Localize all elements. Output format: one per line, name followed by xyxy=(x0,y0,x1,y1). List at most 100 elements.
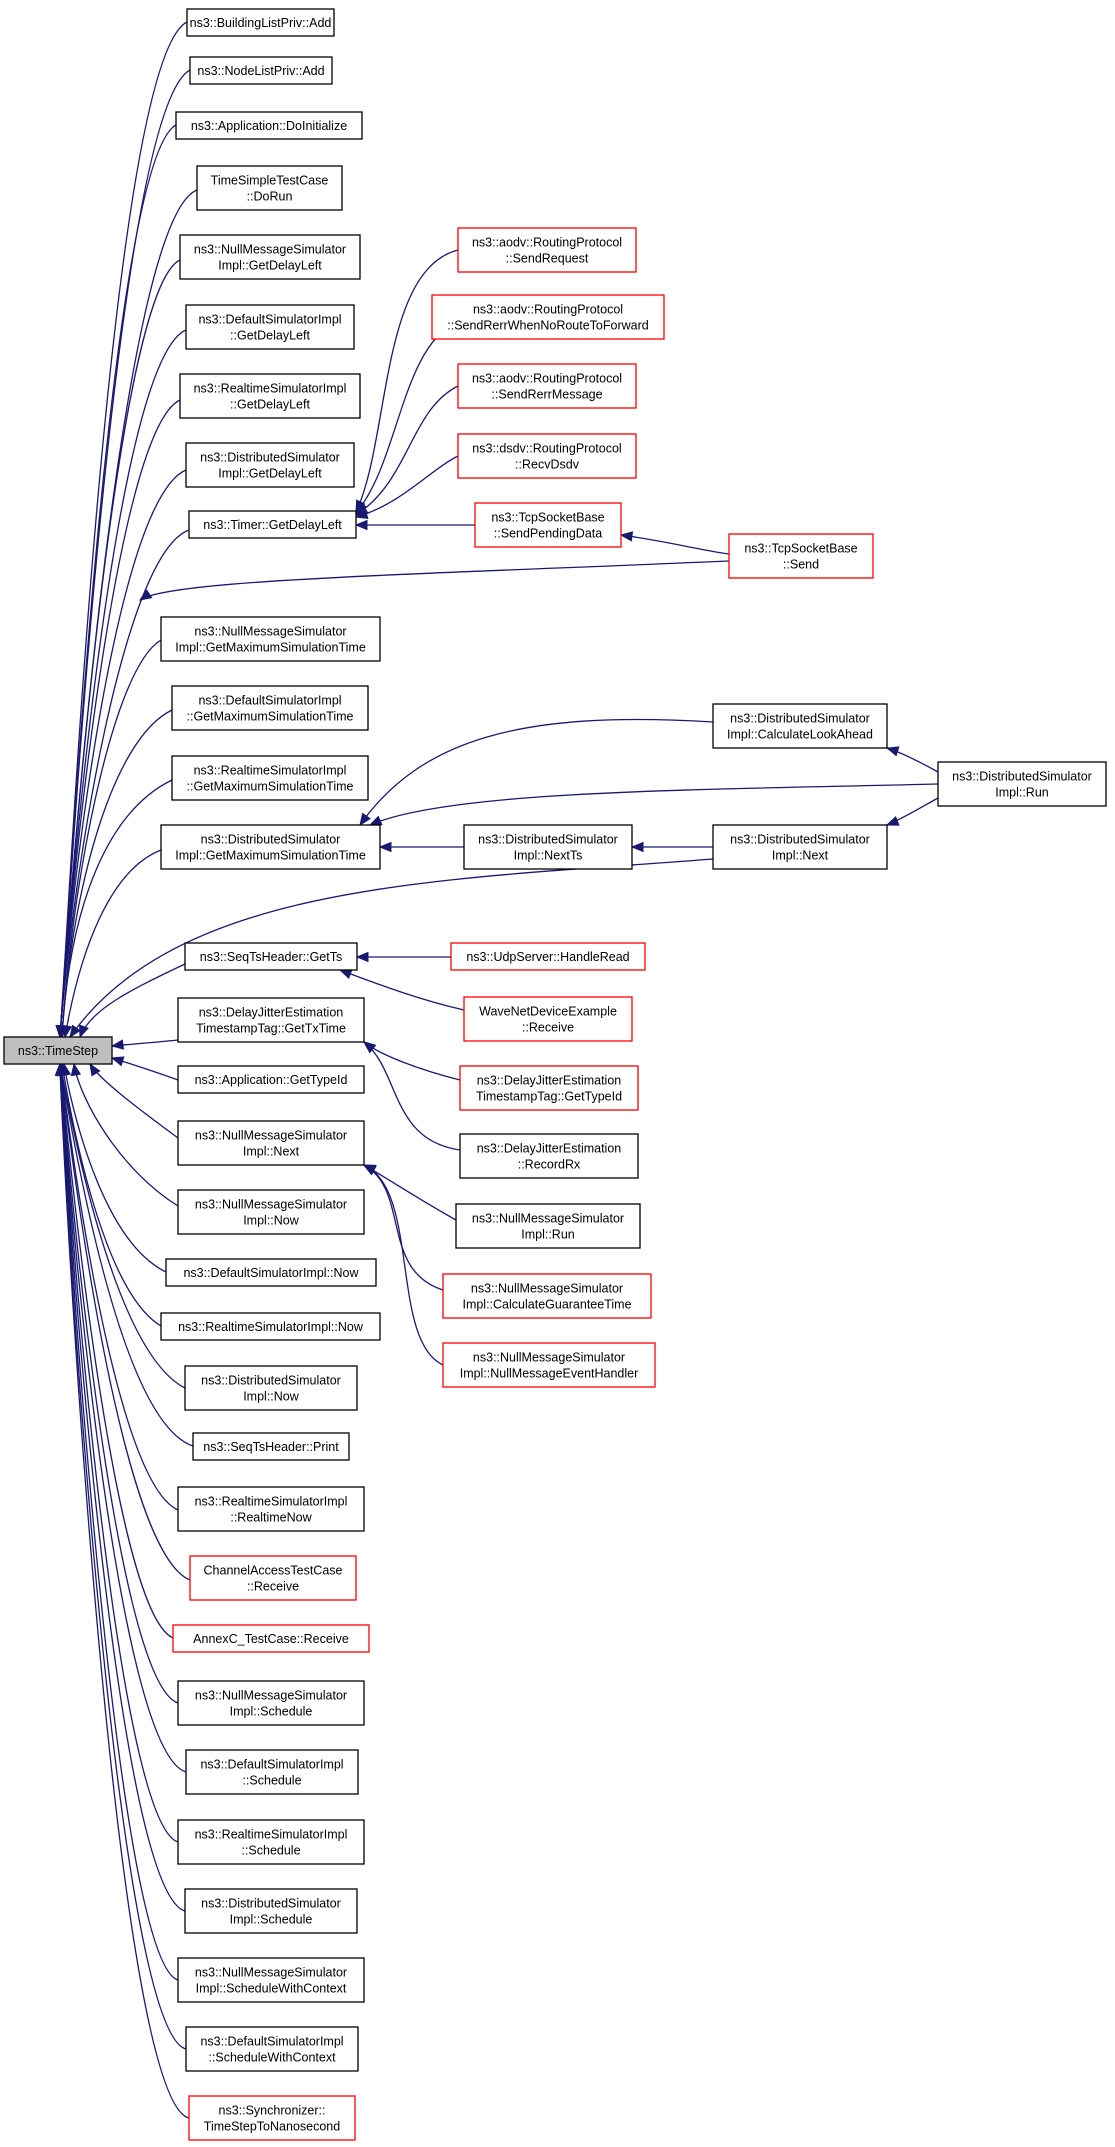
node-label: Impl::GetDelayLeft xyxy=(218,467,322,481)
node-box xyxy=(160,1312,381,1341)
node-box xyxy=(474,502,622,548)
node-delayjitter-gettxtime[interactable]: ns3::DelayJitterEstimationTimestampTag::… xyxy=(177,997,365,1043)
node-nullmsg-getmaxsim[interactable]: ns3::NullMessageSimulatorImpl::GetMaximu… xyxy=(160,616,381,662)
node-app-gettypeid[interactable]: ns3::Application::GetTypeId xyxy=(177,1065,365,1094)
node-nullmsg-schedctx[interactable]: ns3::NullMessageSimulatorImpl::ScheduleW… xyxy=(177,1957,365,2003)
node-app-doinit[interactable]: ns3::Application::DoInitialize xyxy=(175,111,363,140)
node-label: ::Schedule xyxy=(241,1844,300,1858)
node-default-getmaxsim[interactable]: ns3::DefaultSimulatorImpl::GetMaximumSim… xyxy=(171,685,369,731)
arrow-head-icon xyxy=(138,589,153,601)
arrow-head-icon xyxy=(61,1024,73,1039)
node-label: ns3::DistributedSimulator xyxy=(730,712,870,726)
arrow-head-icon xyxy=(355,951,369,963)
node-seqts-getts[interactable]: ns3::SeqTsHeader::GetTs xyxy=(184,942,358,971)
node-label: Impl::CalculateGuaranteeTime xyxy=(462,1298,631,1312)
node-nodelist-add[interactable]: ns3::NodeListPriv::Add xyxy=(189,56,333,85)
node-delayjitter-recordrx[interactable]: ns3::DelayJitterEstimation::RecordRx xyxy=(459,1133,639,1179)
edge-line xyxy=(64,849,162,1038)
node-default-schedctx[interactable]: ns3::DefaultSimulatorImpl::ScheduleWithC… xyxy=(185,2026,359,2072)
node-label: ns3::aodv::RoutingProtocol xyxy=(472,372,622,386)
node-sync-timesteptonano[interactable]: ns3::Synchronizer::TimeStepToNanosecond xyxy=(188,2095,356,2141)
edge-distributed_run-to-distributed_calclookahead xyxy=(885,746,939,773)
node-box xyxy=(165,1258,377,1287)
node-label: ns3::RealtimeSimulatorImpl::Now xyxy=(178,1320,364,1334)
node-nullmsg-calcguarantee[interactable]: ns3::NullMessageSimulatorImpl::Calculate… xyxy=(442,1273,652,1319)
edge-delayjitter_gettxtime-to-timestep xyxy=(110,1039,179,1050)
node-label: ::Receive xyxy=(522,1021,574,1035)
node-label: ns3::DistributedSimulator xyxy=(478,833,618,847)
arrow-head-icon xyxy=(110,1056,125,1067)
node-delayjitter-gettypeid[interactable]: ns3::DelayJitterEstimationTimestampTag::… xyxy=(459,1065,639,1111)
arrow-head-icon xyxy=(69,1024,81,1039)
edge-distributed_nextts-to-distributed_getmaxsim xyxy=(378,841,464,853)
edge-line xyxy=(355,319,459,514)
node-label: Impl::Now xyxy=(243,1214,300,1228)
node-label: ns3::UdpServer::HandleRead xyxy=(466,950,629,964)
node-distributed-calclookahead[interactable]: ns3::DistributedSimulatorImpl::Calculate… xyxy=(712,703,888,749)
node-box xyxy=(184,1365,358,1411)
node-default-getdelayleft[interactable]: ns3::DefaultSimulatorImpl::GetDelayLeft xyxy=(185,304,355,350)
node-box xyxy=(185,1749,359,1795)
node-default-now[interactable]: ns3::DefaultSimulatorImpl::Now xyxy=(165,1258,377,1287)
node-realtime-getmaxsim[interactable]: ns3::RealtimeSimulatorImpl::GetMaximumSi… xyxy=(171,755,369,801)
node-box xyxy=(177,997,365,1043)
node-timer-getdelayleft[interactable]: ns3::Timer::GetDelayLeft xyxy=(188,510,357,539)
node-tcp-sendpending[interactable]: ns3::TcpSocketBase::SendPendingData xyxy=(474,502,622,548)
node-label: ns3::TcpSocketBase xyxy=(491,511,604,525)
node-seqts-print[interactable]: ns3::SeqTsHeader::Print xyxy=(192,1432,350,1461)
node-realtime-schedule[interactable]: ns3::RealtimeSimulatorImpl::Schedule xyxy=(177,1819,365,1865)
node-distributed-getdelayleft[interactable]: ns3::DistributedSimulatorImpl::GetDelayL… xyxy=(185,442,355,488)
arrow-head-icon xyxy=(354,508,369,520)
node-nullmsg-eventhandler[interactable]: ns3::NullMessageSimulatorImpl::NullMessa… xyxy=(442,1342,656,1388)
node-realtime-realtimenow[interactable]: ns3::RealtimeSimulatorImpl::RealtimeNow xyxy=(177,1486,365,1532)
node-realtime-getdelayleft[interactable]: ns3::RealtimeSimulatorImpl::GetDelayLeft xyxy=(179,373,361,419)
node-aodv-sendrequest[interactable]: ns3::aodv::RoutingProtocol::SendRequest xyxy=(457,227,637,273)
edge-line xyxy=(59,1063,187,1773)
node-label: ns3::DefaultSimulatorImpl xyxy=(198,313,341,327)
node-label: ns3::RealtimeSimulatorImpl xyxy=(194,382,347,396)
edge-line xyxy=(339,969,465,1011)
node-aodv-sendrerrmsg[interactable]: ns3::aodv::RoutingProtocol::SendRerrMess… xyxy=(457,363,637,409)
node-distributed-getmaxsim[interactable]: ns3::DistributedSimulatorImpl::GetMaximu… xyxy=(160,824,381,870)
node-label: ns3::Application::DoInitialize xyxy=(191,119,347,133)
node-box xyxy=(177,1120,365,1166)
node-label: ns3::BuildingListPriv::Add xyxy=(190,16,332,30)
edge-nullmsg_now-to-timestep xyxy=(70,1062,179,1207)
edge-line xyxy=(73,1063,179,1207)
node-buildinglist-add[interactable]: ns3::BuildingListPriv::Add xyxy=(186,8,335,37)
node-box xyxy=(188,510,357,539)
node-label: ns3::NullMessageSimulator xyxy=(472,1212,624,1226)
node-label: ns3::SeqTsHeader::Print xyxy=(203,1440,339,1454)
node-label: Impl::Run xyxy=(521,1228,575,1242)
node-realtime-now[interactable]: ns3::RealtimeSimulatorImpl::Now xyxy=(160,1312,381,1341)
node-label: ::RecordRx xyxy=(518,1158,581,1172)
node-timesimple-dorun[interactable]: TimeSimpleTestCase::DoRun xyxy=(196,165,343,211)
node-box xyxy=(450,942,646,971)
edges-layer xyxy=(54,21,939,2119)
node-annexc-receive[interactable]: AnnexC_TestCase::Receive xyxy=(172,1624,370,1653)
node-label: ::DoRun xyxy=(247,190,293,204)
node-dsdv-recvdsdv[interactable]: ns3::dsdv::RoutingProtocol::RecvDsdv xyxy=(457,433,637,479)
node-udpserver-handleread[interactable]: ns3::UdpServer::HandleRead xyxy=(450,942,646,971)
node-tcp-send[interactable]: ns3::TcpSocketBase::Send xyxy=(728,533,874,579)
node-channelaccess-receive[interactable]: ChannelAccessTestCase::Receive xyxy=(189,1555,357,1601)
node-label: ns3::NullMessageSimulator xyxy=(195,1129,347,1143)
node-aodv-sendrerrwhen[interactable]: ns3::aodv::RoutingProtocol::SendRerrWhen… xyxy=(431,294,665,340)
arrow-head-icon xyxy=(885,815,900,826)
node-wavenet-receive[interactable]: WaveNetDeviceExample::Receive xyxy=(463,996,633,1042)
node-nullmsg-getdelayleft[interactable]: ns3::NullMessageSimulatorImpl::GetDelayL… xyxy=(179,234,361,280)
node-label: ns3::NullMessageSimulator xyxy=(194,243,346,257)
node-label: Impl::GetMaximumSimulationTime xyxy=(175,641,366,655)
node-box xyxy=(177,1065,365,1094)
node-default-schedule[interactable]: ns3::DefaultSimulatorImpl::Schedule xyxy=(185,1749,359,1795)
node-box xyxy=(177,1680,365,1726)
